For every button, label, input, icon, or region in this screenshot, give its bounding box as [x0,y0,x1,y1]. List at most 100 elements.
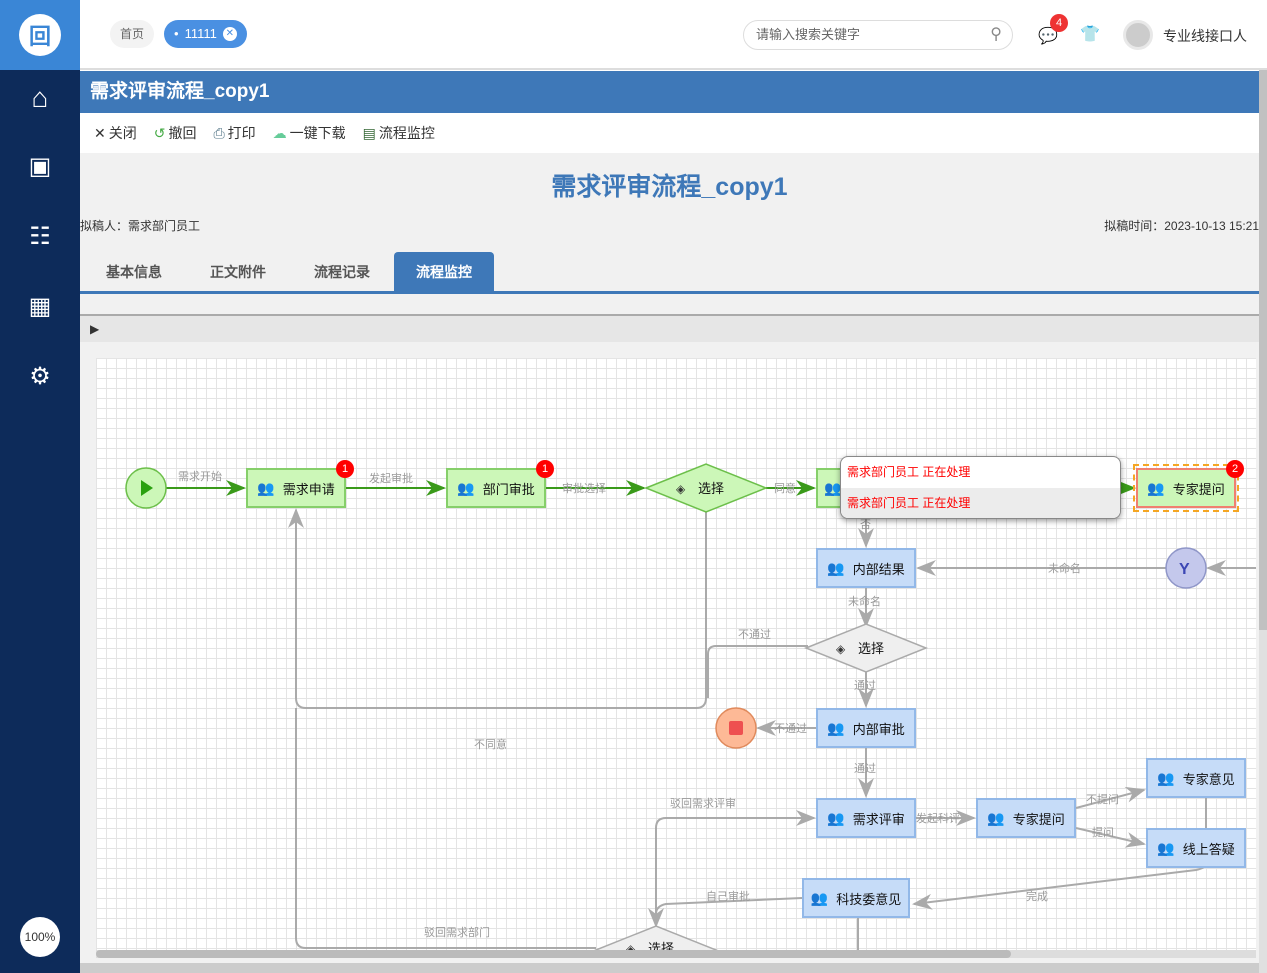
canvas-scrollbar[interactable] [96,950,1256,958]
home-icon[interactable]: ⌂ [31,82,49,113]
node-expert-opinion[interactable]: 👥 专家意见 [1146,758,1246,798]
doc-title: 需求评审流程_copy1 [551,173,788,201]
logo[interactable]: 回 [0,0,80,70]
edge-label: 不同意 [474,737,507,751]
dot-icon: • [174,26,179,41]
undo-icon: ↺ [153,124,166,141]
users-icon: 👥 [1157,839,1175,856]
toolbar: ✕关闭 ↺撤回 ⎙打印 ☁一键下载 ▤流程监控 [80,113,1259,153]
flow-edges: 需求开始 发起审批 审批选择 同意 否 未命名 未命名 不通过 通过 不通过 通… [125,463,1256,950]
search-icon[interactable]: ⚲ [990,26,1002,43]
node-label: 内部审批 [852,721,905,737]
play-icon [141,480,153,496]
print-icon: ⎙ [213,124,225,141]
gateway-icon: ◈ [676,482,686,496]
node-label: 专家提问 [1172,481,1225,497]
scroll-thumb[interactable] [96,950,1011,958]
gateway-choice-3[interactable] [593,925,719,950]
gateway-label: 选择 [648,941,674,950]
node-internal-result[interactable]: 👥内部结果 [816,548,916,588]
monitor-label: 流程监控 [378,125,435,141]
logo-icon: 回 [19,14,61,56]
expand-toggle[interactable]: ▶ [80,314,1259,342]
users-icon: 👥 [1157,769,1175,786]
avatar[interactable] [1123,20,1153,50]
message-icon[interactable]: 💬 [1038,28,1058,45]
print-label: 打印 [227,125,256,141]
user-monitor-icon[interactable]: ▣ [28,153,52,180]
message-count-badge: 4 [1050,14,1068,32]
edge-label: 需求开始 [178,469,222,483]
user-settings-icon[interactable]: ⚙ [29,363,51,390]
gateway-choice-2[interactable] [803,623,929,673]
node-label: 需求申请 [282,481,335,497]
node-label: 科技委意见 [836,891,902,907]
users-icon: 👥 [827,559,845,576]
gateway-choice-1[interactable] [643,463,769,513]
node-label: 部门审批 [482,481,535,497]
tab-attachments[interactable]: 正文附件 [210,264,266,280]
status-tooltip: 需求部门员工 正在处理 需求部门员工 正在处理 [840,456,1121,519]
edge-label: 通过 [854,762,876,775]
tab-flow-records[interactable]: 流程记录 [314,264,370,280]
tab-basic-info[interactable]: 基本信息 [106,264,162,280]
edge-label: 发起科评 [916,811,960,825]
print-button[interactable]: ⎙打印 [213,123,255,143]
download-button[interactable]: ☁一键下载 [273,123,346,143]
vertical-scrollbar[interactable] [1259,70,1267,973]
users-icon: 👥 [1147,479,1165,496]
edge-label: 不通过 [738,628,771,641]
form-tabs: 基本信息 正文附件 流程记录 流程监控 [80,252,1259,294]
tab-flow-monitor[interactable]: 流程监控 [394,252,494,292]
download-icon: ☁ [272,124,287,141]
page-scrollbar[interactable] [80,963,1260,973]
zoom-level[interactable]: 100% [20,917,60,957]
node-online-qa[interactable]: 👥线上答疑 [1146,828,1246,868]
tab-active-label: 11111 [184,26,217,41]
node-label: 专家意见 [1182,771,1235,787]
selection-outline [1133,464,1239,512]
revoke-button[interactable]: ↺撤回 [154,123,197,143]
close-label: 关闭 [108,125,137,141]
search-placeholder: 请输入搜索关键字 [756,27,861,42]
tooltip-row: 需求部门员工 正在处理 [847,465,971,479]
edge-label: 驳回需求评审 [670,796,736,810]
edge-label: 提问 [1092,826,1114,839]
users-icon: 👥 [824,479,842,496]
skin-icon[interactable]: 👕 [1080,26,1100,43]
node-internal-approve[interactable]: 👥内部审批 [816,708,916,748]
users-icon: 👥 [257,479,275,496]
node-review[interactable]: 👥需求评审 [816,798,916,838]
user-name[interactable]: 专业线接口人 [1163,28,1247,44]
users-icon: 👥 [987,809,1005,826]
close-icon: ✕ [94,124,106,141]
edge-label: 完成 [1026,889,1048,903]
node-expert-ask-2[interactable]: 👥专家提问 [976,798,1076,838]
download-label: 一键下载 [289,125,346,141]
edge-label: 同意 [774,481,796,495]
search-input[interactable]: 请输入搜索关键字 ⚲ [743,20,1013,50]
edge-label: 未命名 [848,594,881,608]
news-icon[interactable]: ☷ [29,223,51,250]
close-button[interactable]: ✕关闭 [94,123,137,143]
scroll-thumb[interactable] [1259,70,1267,630]
gateway-label: 选择 [698,481,724,496]
edge-label: 不提问 [1086,793,1119,806]
node-committee[interactable]: 👥 科技委意见 [802,878,910,918]
tab-active[interactable]: • 11111 ✕ [164,20,247,48]
count-badge: 2 [1226,460,1244,478]
revoke-label: 撤回 [168,125,197,141]
merge-node[interactable] [1165,547,1207,589]
play-icon: ▶ [90,322,100,336]
edge-label: 审批选择 [562,481,606,495]
topbar: 首页 • 11111 ✕ 请输入搜索关键字 ⚲ 💬 4 👕 专业线接口人 [80,0,1267,70]
gateway-icon: ◈ [626,942,636,950]
users-icon: 👥 [810,889,829,906]
calendar-icon[interactable]: ▦ [28,293,52,320]
close-tab-icon[interactable]: ✕ [222,27,237,41]
tab-home[interactable]: 首页 [110,20,155,48]
monitor-button[interactable]: ▤流程监控 [363,123,435,143]
